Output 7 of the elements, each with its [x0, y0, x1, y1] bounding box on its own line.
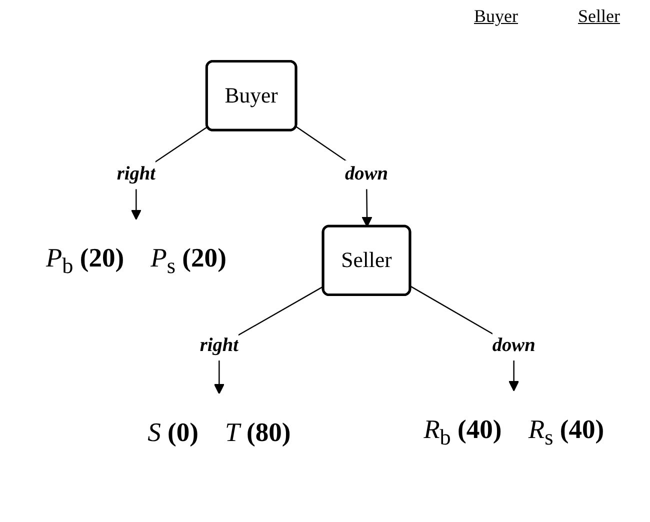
node-text: P$_{b}$ (20) P$_{s}$ (20)	[46, 242, 226, 278]
column-heading: Seller	[578, 6, 620, 27]
column-heading: Buyer	[474, 6, 518, 27]
node-text: R$_{b}$ (40) R$_{s}$ (40)	[424, 414, 604, 450]
node-text: S (0) T (80)	[148, 416, 291, 447]
edge-label: down	[345, 164, 388, 184]
edge-label: down	[492, 335, 536, 356]
